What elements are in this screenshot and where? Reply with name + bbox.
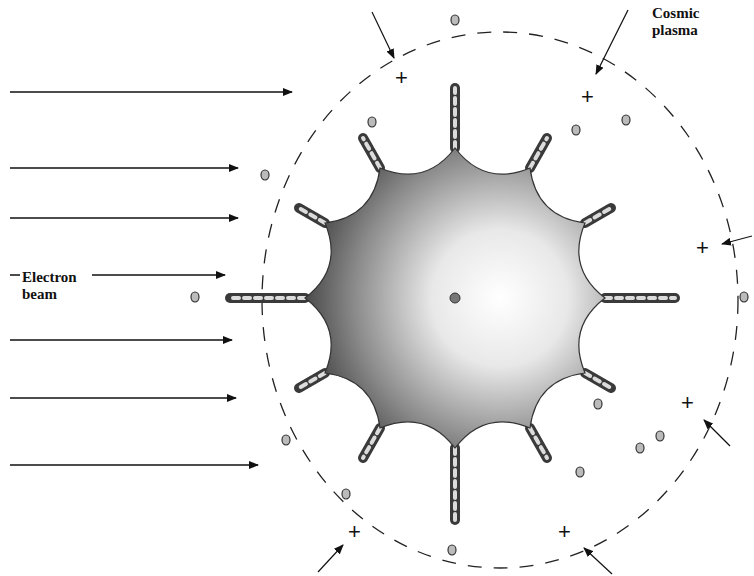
sheath-boundary [262,32,738,568]
grain-spikes [230,88,675,520]
charge-sign: + [696,237,709,259]
electron-beam-arrows [10,92,292,465]
dust-grain-body [305,148,605,448]
charge-sign: + [395,67,408,89]
plasma-particles [191,15,748,555]
region-label: Cosmic plasma [650,4,716,41]
charge-sign: + [348,521,361,543]
grain-core [450,293,460,303]
charge-sign: + [681,392,694,414]
region-label: Electron beam [20,268,92,305]
charge-sign: + [581,86,594,108]
charge-sign: + [558,521,571,543]
